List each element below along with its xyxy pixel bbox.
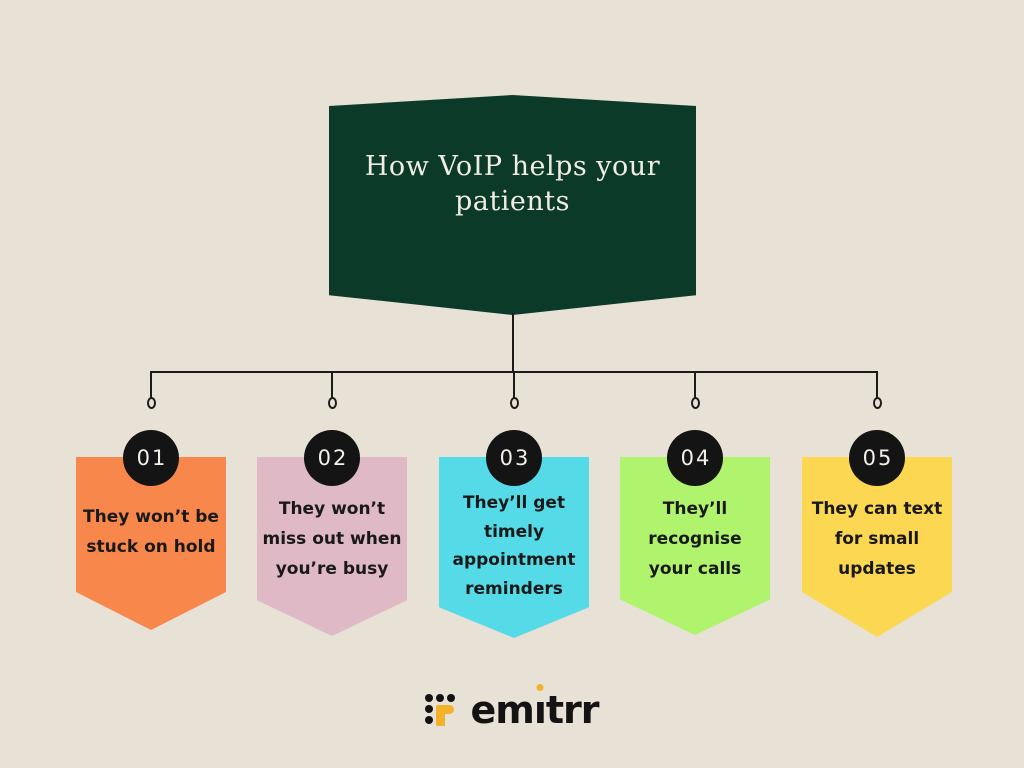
connector-ring-icon bbox=[510, 397, 519, 409]
benefit-card-3: They’ll get timely appointment reminders bbox=[439, 457, 589, 638]
benefit-card-text: They’ll recognise your calls bbox=[648, 499, 742, 579]
number-badge-4: 04 bbox=[667, 430, 723, 486]
badge-number: 05 bbox=[862, 446, 894, 470]
number-badge-2: 02 bbox=[304, 430, 360, 486]
benefit-card-text: They can text for small updates bbox=[811, 499, 943, 579]
connector-stub-5 bbox=[876, 371, 878, 398]
benefit-card-text: They’ll get timely appointment reminders bbox=[452, 493, 576, 599]
connector-ring-icon bbox=[328, 397, 337, 409]
connector-stub-1 bbox=[150, 371, 152, 398]
connector-stub-2 bbox=[331, 371, 333, 398]
benefit-card-1: They won’t be stuck on hold bbox=[76, 457, 226, 630]
badge-number: 01 bbox=[136, 446, 168, 470]
header-hexagon: How VoIP helps your patients bbox=[329, 95, 696, 315]
number-badge-3: 03 bbox=[486, 430, 542, 486]
badge-number: 03 bbox=[499, 446, 531, 470]
badge-number: 04 bbox=[680, 446, 712, 470]
page-title: How VoIP helps your patients bbox=[364, 150, 661, 217]
connector-ring-icon bbox=[873, 397, 882, 409]
emitrr-dot-grid-icon bbox=[425, 692, 461, 730]
benefit-card-text: They won’t be stuck on hold bbox=[83, 507, 219, 557]
benefit-card-5: They can text for small updates bbox=[802, 457, 952, 637]
connector-trunk-line bbox=[512, 313, 514, 372]
number-badge-1: 01 bbox=[123, 430, 179, 486]
benefit-card-4: They’ll recognise your calls bbox=[620, 457, 770, 635]
logo-i-dot bbox=[536, 684, 544, 691]
benefit-card-text: They won’t miss out when you’re busy bbox=[262, 499, 402, 579]
connector-stub-3 bbox=[513, 371, 515, 398]
connector-stub-4 bbox=[694, 371, 696, 398]
connector-ring-icon bbox=[147, 397, 156, 409]
badge-number: 02 bbox=[317, 446, 349, 470]
number-badge-5: 05 bbox=[849, 430, 905, 486]
benefit-card-2: They won’t miss out when you’re busy bbox=[257, 457, 407, 636]
connector-ring-icon bbox=[691, 397, 700, 409]
